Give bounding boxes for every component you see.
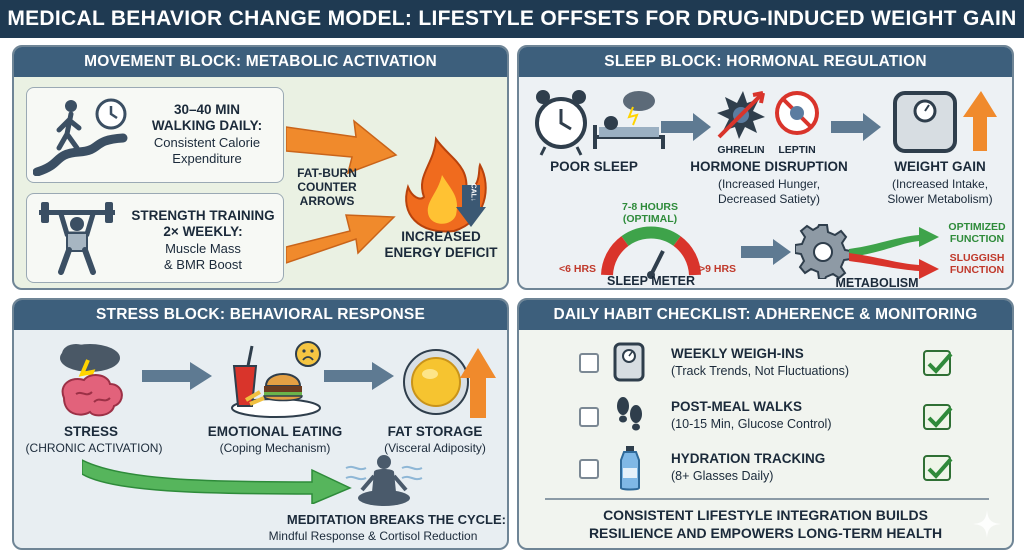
strength-box: STRENGTH TRAINING 2× WEEKLY: Muscle Mass… — [26, 193, 284, 283]
metabolism-sluggish-1: SLUGGISH — [949, 252, 1005, 264]
checklist-item-3-desc: (8+ Glasses Daily) — [671, 469, 774, 483]
meditation-title: MEDITATION BREAKS THE CYCLE: — [286, 512, 506, 527]
arrows-label-1: FAT-BURN — [297, 166, 357, 180]
metabolism-sluggish-2: FUNCTION — [949, 264, 1005, 276]
checklist-footer-2: RESILIENCE AND EMPOWERS LONG-TERM HEALTH — [588, 525, 943, 541]
sleep-arrow-1 — [661, 113, 711, 141]
stress-panel: STRESS BLOCK: BEHAVIORAL RESPONSE STRESS… — [12, 298, 509, 550]
checklist-check-1[interactable] — [923, 350, 953, 376]
walking-box: 30–40 MIN WALKING DAILY: Consistent Calo… — [26, 87, 284, 183]
leptin-label: LEPTIN — [778, 144, 816, 156]
weightlifter-icon — [39, 202, 115, 275]
gear-icon — [795, 224, 851, 279]
movement-header: MOVEMENT BLOCK: METABOLIC ACTIVATION — [14, 47, 507, 77]
checkmark-icon — [927, 406, 953, 428]
flame-tag: CAL↓ — [469, 183, 477, 202]
checkmark-icon — [927, 457, 953, 479]
water-bottle-icon — [620, 446, 640, 491]
checklist-divider — [545, 498, 989, 500]
result-line-1: INCREASED — [401, 229, 481, 244]
arrows-label-2: COUNTER — [297, 180, 357, 194]
weight-gain-desc-1: (Increased Intake, — [891, 177, 989, 191]
meditation-arrow — [82, 459, 352, 504]
meter-low: <6 HRS — [559, 263, 597, 275]
meter-optimal-1: 7-8 HOURS — [621, 201, 678, 213]
metabolism-optimized-1: OPTIMIZED — [948, 221, 1006, 233]
sleep-arrow-2 — [831, 113, 881, 141]
ghrelin-label: GHRELIN — [717, 144, 765, 156]
sleep-meter-gauge — [601, 226, 701, 279]
meditation-desc: Mindful Response & Cortisol Reduction — [268, 529, 478, 543]
stress-arrow-2 — [324, 362, 394, 390]
emotional-eating-icon — [231, 341, 321, 418]
checklist-item-1-desc: (Track Trends, Not Fluctuations) — [671, 364, 850, 378]
checklist-item-2-desc: (10-15 Min, Glucose Control) — [671, 417, 832, 431]
sleep-panel: SLEEP BLOCK: HORMONAL REGULATION POOR SL… — [517, 45, 1014, 290]
checklist-checkbox-3[interactable] — [579, 459, 599, 479]
stress-desc: (CHRONIC ACTIVATION) — [25, 441, 163, 455]
walking-desc-1: Consistent Calorie — [153, 135, 261, 150]
checklist-item-2-title: POST-MEAL WALKS — [671, 399, 803, 414]
hormone-desc-2: Decreased Satiety) — [717, 192, 821, 206]
checklist-checkbox-2[interactable] — [579, 407, 599, 427]
sleep-header: SLEEP BLOCK: HORMONAL REGULATION — [519, 47, 1012, 77]
eating-title: EMOTIONAL EATING — [207, 424, 343, 439]
walking-title-1: 30–40 MIN — [173, 102, 241, 117]
fat-burn-arrows — [286, 119, 398, 264]
hormones-icon — [717, 91, 819, 139]
poor-sleep-label: POOR SLEEP — [550, 159, 638, 174]
weight-scale-icon — [893, 91, 997, 153]
checkmark-icon — [927, 352, 953, 374]
poor-sleep-icon — [535, 90, 665, 156]
scale-icon — [613, 342, 645, 382]
checklist-footer-1: CONSISTENT LIFESTYLE INTEGRATION BUILDS — [603, 507, 928, 523]
fat-title: FAT STORAGE — [387, 424, 483, 439]
stress-brain-icon — [60, 344, 123, 417]
fat-desc: (Visceral Adiposity) — [384, 441, 486, 455]
weight-gain-title: WEIGHT GAIN — [894, 159, 986, 174]
strength-title-1: STRENGTH TRAINING — [131, 208, 275, 223]
stress-title: STRESS — [63, 424, 118, 439]
strength-title-2: 2× WEEKLY: — [163, 224, 243, 239]
meditation-icon — [345, 455, 423, 506]
page-title: MEDICAL BEHAVIOR CHANGE MODEL: LIFESTYLE… — [0, 0, 1024, 38]
result-line-2: ENERGY DEFICIT — [384, 245, 498, 260]
meter-label: SLEEP METER — [607, 274, 695, 288]
eating-desc: (Coping Mechanism) — [219, 441, 331, 455]
fat-cell-icon — [403, 348, 496, 418]
arrows-label-3: ARROWS — [299, 194, 355, 208]
checklist-item-3-title: HYDRATION TRACKING — [671, 451, 826, 466]
checklist-panel: DAILY HABIT CHECKLIST: ADHERENCE & MONIT… — [517, 298, 1014, 550]
sparkle-icon — [973, 510, 1001, 538]
strength-desc-2: & BMR Boost — [163, 257, 243, 272]
checklist-check-2[interactable] — [923, 404, 953, 430]
stress-header: STRESS BLOCK: BEHAVIORAL RESPONSE — [14, 300, 507, 330]
walker-icon — [33, 98, 128, 176]
checklist-check-3[interactable] — [923, 455, 953, 481]
metabolism-label: METABOLISM — [835, 276, 919, 290]
flame-icon — [405, 136, 487, 233]
walking-desc-2: Expenditure — [172, 151, 242, 166]
hormone-desc-1: (Increased Hunger, — [717, 177, 821, 191]
sleep-arrow-3 — [741, 239, 791, 265]
checklist-item-1-title: WEEKLY WEIGH-INS — [671, 346, 804, 361]
checklist-header: DAILY HABIT CHECKLIST: ADHERENCE & MONIT… — [519, 300, 1012, 330]
checklist-checkbox-1[interactable] — [579, 353, 599, 373]
meter-high: >9 HRS — [699, 263, 737, 275]
movement-panel: MOVEMENT BLOCK: METABOLIC ACTIVATION 30–… — [12, 45, 509, 290]
weight-gain-desc-2: Slower Metabolism) — [887, 192, 993, 206]
metabolism-split-arrows — [849, 227, 939, 279]
hormone-title: HORMONE DISRUPTION — [690, 159, 848, 174]
footprints-icon — [617, 397, 642, 431]
walking-title-2: WALKING DAILY: — [151, 118, 263, 133]
stress-arrow-1 — [142, 362, 212, 390]
metabolism-optimized-2: FUNCTION — [949, 233, 1005, 245]
meter-optimal-2: (OPTIMAL) — [622, 213, 678, 225]
strength-desc-1: Muscle Mass — [165, 241, 241, 256]
